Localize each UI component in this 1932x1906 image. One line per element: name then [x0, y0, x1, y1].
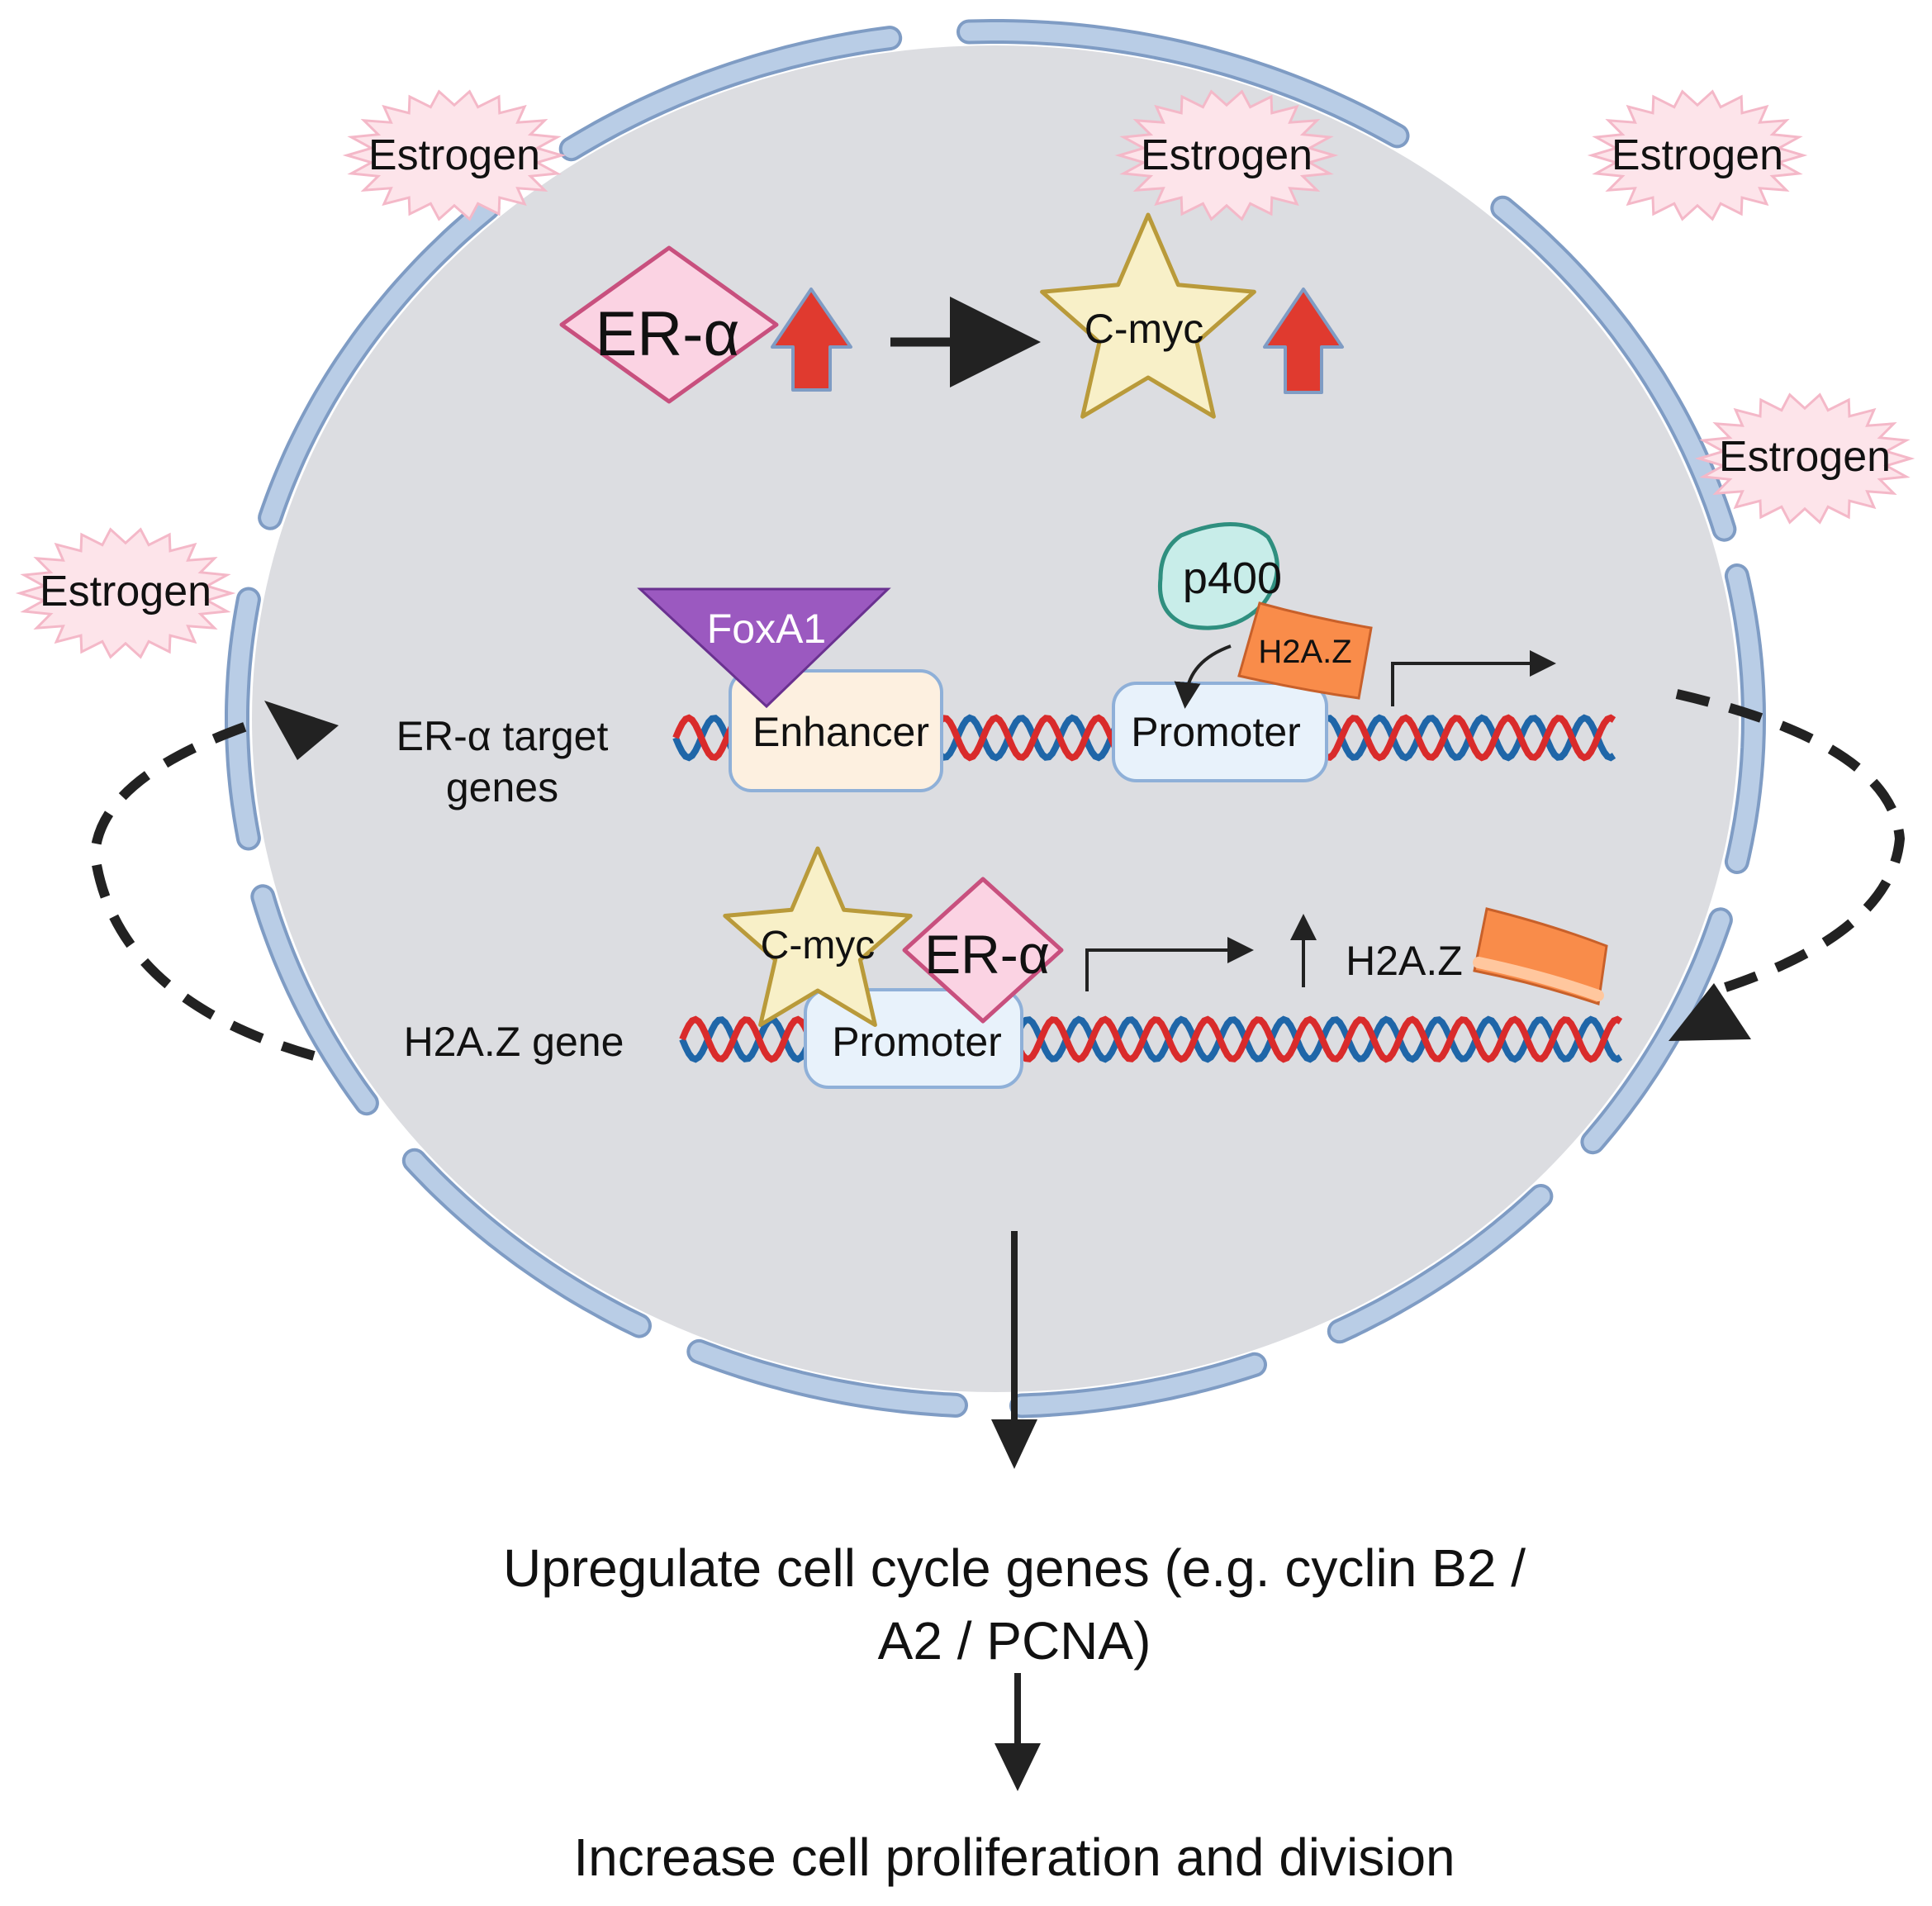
- outcome-line-1: Upregulate cell cycle genes (e.g. cyclin…: [503, 1538, 1526, 1598]
- up-arrow-icon: [1263, 288, 1344, 394]
- up-arrow-icon: [771, 288, 852, 392]
- estrogen-label: Estrogen: [1719, 433, 1891, 481]
- membrane-segment: [405, 1151, 648, 1335]
- er-alpha-diamond: [559, 245, 779, 404]
- final-outcome: Increase cell proliferation and division: [573, 1828, 1455, 1887]
- membrane-segment: [960, 22, 1407, 145]
- outcome-arrowhead: [994, 1743, 1041, 1791]
- h2az-histone-icon: [1473, 907, 1608, 1005]
- h2az-label: H2A.Z: [1258, 634, 1351, 670]
- deposition-arrow: [1174, 644, 1232, 709]
- outcome-arrowhead: [991, 1419, 1037, 1469]
- feedback-loop-left: [89, 718, 316, 1061]
- estrogen-label: Estrogen: [1612, 131, 1783, 179]
- h2az-product-label: H2A.Z: [1346, 938, 1463, 984]
- foxa1-triangle: [637, 587, 891, 709]
- transcription-start-arrow: [1391, 650, 1556, 706]
- promoter-box: [1112, 682, 1328, 782]
- membrane-segment: [562, 29, 900, 159]
- cmyc-star: [723, 846, 913, 1027]
- cmyc-label: C-myc: [1085, 306, 1203, 352]
- h2az-histone-icon: [1237, 601, 1373, 700]
- promoter-label: Promoter: [832, 1019, 1002, 1065]
- row-label-h2az-gene: H2A.Z gene: [404, 1019, 624, 1065]
- membrane-segment: [690, 1342, 965, 1414]
- outcome-line-2: A2 / PCNA): [878, 1611, 1151, 1671]
- p400-label: p400: [1183, 554, 1282, 603]
- feedback-loop-right: [1675, 689, 1906, 995]
- membrane-segment: [228, 590, 258, 848]
- estrogen-burst: Estrogen: [1587, 89, 1808, 221]
- h2az-histone-highlight: [1473, 957, 1604, 1001]
- er-alpha-label: ER-α: [924, 924, 1050, 985]
- promoter-label: Promoter: [1131, 709, 1301, 755]
- p400-blob: [1157, 522, 1279, 630]
- foxa1-label: FoxA1: [707, 606, 827, 652]
- er-alpha-label: ER-α: [596, 299, 740, 369]
- enhancer-label: Enhancer: [752, 709, 929, 755]
- membrane-segment: [1013, 1355, 1264, 1415]
- membrane-segment: [1583, 910, 1730, 1152]
- membrane-segment: [261, 198, 497, 527]
- cmyc-star: [1040, 212, 1256, 419]
- estrogen-burst: Estrogen: [1694, 392, 1915, 525]
- membrane-segment: [1330, 1187, 1550, 1341]
- feedback-arrowhead-left: [264, 701, 339, 760]
- row-label-target-genes: genes: [446, 764, 558, 810]
- row-label-target-genes: ER-α target: [396, 713, 609, 759]
- feedback-arrowhead-right: [1669, 983, 1751, 1041]
- membrane-segment: [254, 887, 376, 1113]
- transcription-start-arrow: [1085, 937, 1254, 991]
- estrogen-label: Estrogen: [1141, 131, 1313, 179]
- estrogen-burst: Estrogen: [15, 527, 236, 659]
- estrogen-label: Estrogen: [368, 131, 540, 179]
- estrogen-burst: Estrogen: [1114, 89, 1339, 221]
- er-alpha-diamond: [902, 877, 1064, 1024]
- estrogen-burst: Estrogen: [342, 89, 567, 221]
- membrane-segment: [1493, 198, 1734, 539]
- estrogen-label: Estrogen: [40, 568, 211, 616]
- enhancer-box: [729, 669, 943, 792]
- cmyc-label: C-myc: [761, 924, 876, 967]
